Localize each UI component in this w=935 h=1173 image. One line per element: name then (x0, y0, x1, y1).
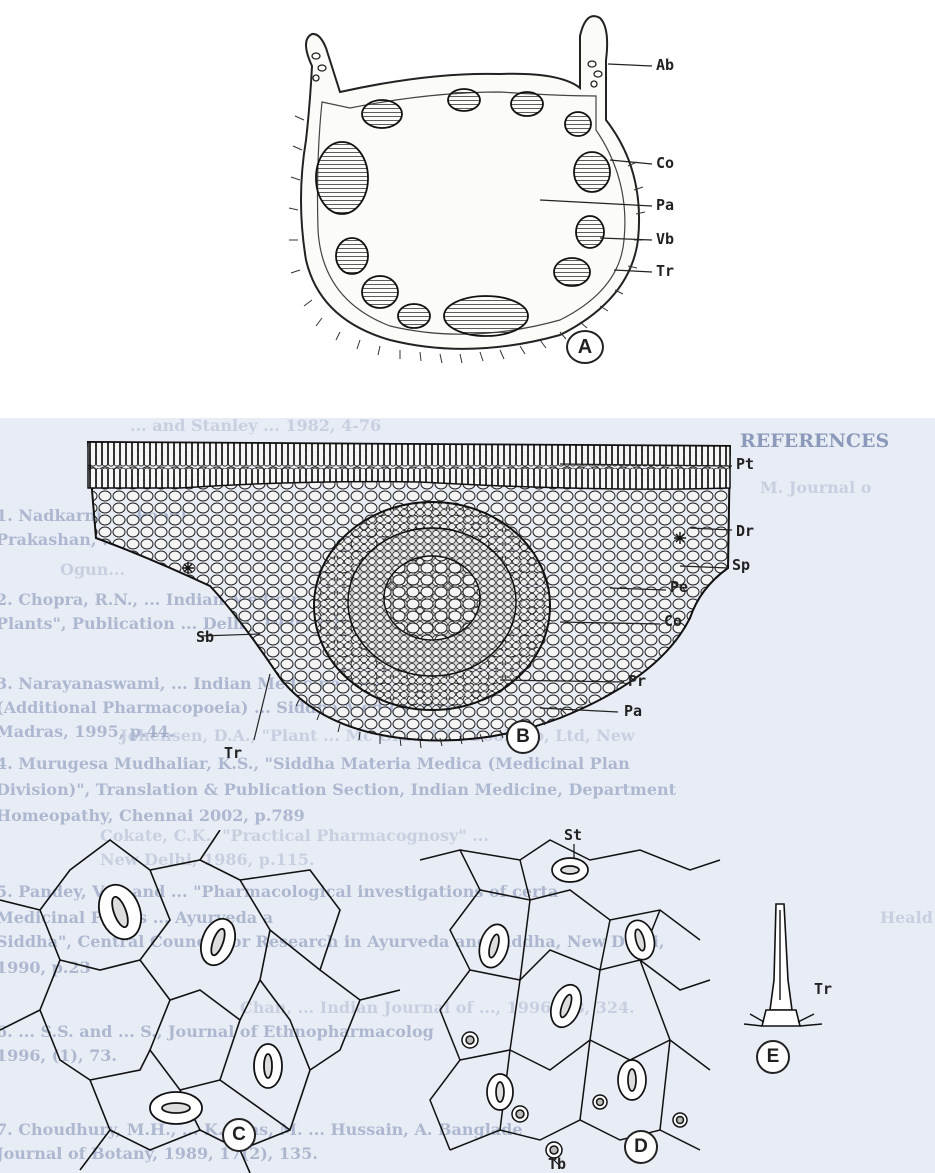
panel-b-label-pr: Pr (628, 672, 646, 690)
panel-b-label-tr: Tr (224, 744, 242, 762)
panel-c-letter: C (222, 1118, 256, 1152)
show-through-line: Homeopathy, Chennai 2002, p.789 (0, 806, 305, 825)
panel-a-label-co: Co (656, 154, 674, 172)
panel-b-label-dr: Dr (736, 522, 754, 540)
panel-a-cross-section (0, 0, 935, 418)
panel-d-label-st: St (564, 826, 582, 844)
panel-a-label-pa: Pa (656, 196, 674, 214)
panel-d-label-tb: Tb (548, 1155, 566, 1173)
panel-d-letter: D (624, 1130, 658, 1164)
panel-b-label-sb: Sb (196, 628, 214, 646)
panel-c-epidermis (0, 830, 410, 1173)
panel-a-label-vb: Vb (656, 230, 674, 248)
panel-b-label-pt: Pt (736, 455, 754, 473)
panel-b-letter: B (506, 720, 540, 754)
panel-b-label-pa: Pa (624, 702, 642, 720)
panel-a-label-tr: Tr (656, 262, 674, 280)
panel-a-label-ab: Ab (656, 56, 674, 74)
panel-a-letter: A (566, 330, 604, 364)
panel-b-label-sp: Sp (732, 556, 750, 574)
panel-d-epidermis (410, 830, 730, 1173)
show-through-right: Heald (880, 908, 933, 927)
panel-b-label-pe: Pe (670, 578, 688, 596)
panel-e-label-tr: Tr (814, 980, 832, 998)
panel-b-label-co: Co (664, 612, 682, 630)
show-through-line: Division)", Translation & Publication Se… (0, 780, 676, 799)
panel-e-letter: E (756, 1040, 790, 1074)
panel-b-midrib-section (0, 418, 935, 778)
